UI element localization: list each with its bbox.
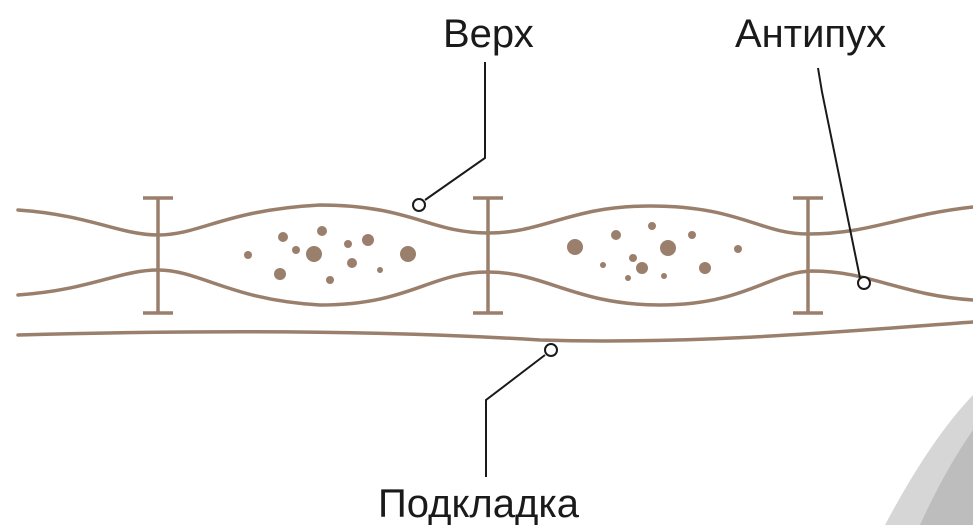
top-layer-line bbox=[16, 203, 973, 237]
label-top: Верх bbox=[443, 12, 534, 56]
stitch-marker bbox=[143, 196, 173, 315]
leader-lining-dot bbox=[544, 343, 558, 357]
stitch-marker bbox=[473, 196, 503, 315]
label-lining: Подкладка bbox=[378, 482, 579, 525]
leader-antidown bbox=[817, 67, 861, 279]
leader-lining bbox=[485, 354, 546, 477]
label-antidown: Антипух bbox=[735, 12, 887, 56]
stitch-marker bbox=[793, 196, 823, 315]
leader-top bbox=[424, 62, 486, 201]
leader-antidown-dot bbox=[857, 276, 871, 290]
corner-shape-inner bbox=[920, 430, 973, 525]
filling-dots-left bbox=[244, 226, 416, 284]
antidown-layer-line bbox=[16, 268, 973, 307]
lining-layer-line bbox=[16, 320, 973, 343]
leader-top-dot bbox=[412, 198, 426, 212]
filling-dots-right bbox=[567, 222, 742, 281]
